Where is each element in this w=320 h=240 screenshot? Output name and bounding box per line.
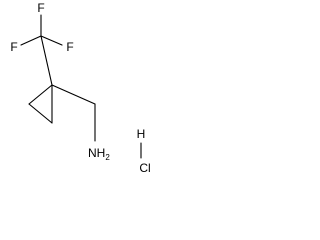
atom-f-top: F [37, 1, 44, 15]
amine-subscript: 2 [105, 153, 110, 162]
amine-nh-text: NH [88, 146, 105, 160]
bond-c-ch2 [51, 84, 96, 105]
atom-h: H [137, 127, 146, 141]
bond-ring-2 [28, 103, 53, 124]
bond-cf3-cyclopropyl [40, 35, 53, 86]
bond-ring-1 [28, 84, 53, 105]
atom-amine: NH2 [88, 146, 110, 162]
chemical-structure: F F F NH2 H Cl [10, 1, 150, 175]
atom-cl: Cl [139, 161, 150, 175]
bond-c-f-left [20, 35, 42, 46]
atom-f-left: F [10, 40, 17, 54]
bond-c-f-right [40, 35, 63, 46]
atom-f-right: F [66, 40, 73, 54]
